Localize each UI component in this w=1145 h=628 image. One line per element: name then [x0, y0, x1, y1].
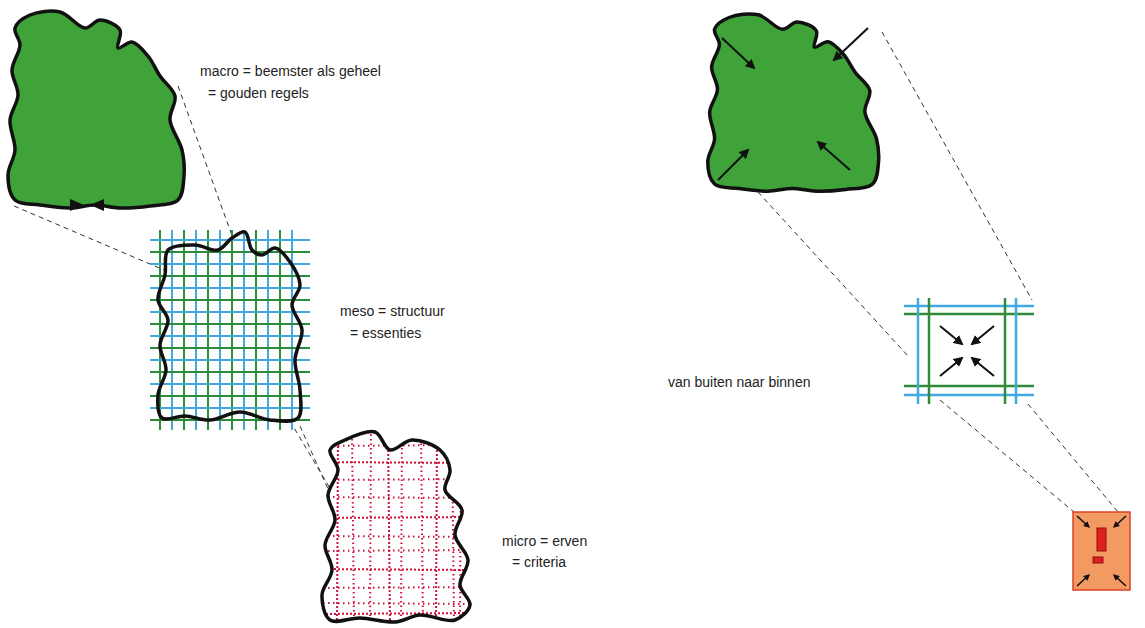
grid-line [917, 298, 920, 404]
yard-dots [318, 536, 472, 537]
inward-arrow [972, 326, 994, 344]
grid-line [150, 251, 310, 253]
yard-dots [352, 430, 354, 625]
yard-dots [460, 430, 461, 625]
grid-line [219, 230, 221, 430]
grid-line [150, 335, 310, 337]
yard-dots [318, 569, 472, 570]
grid-line [150, 395, 310, 397]
farmyard [1073, 512, 1130, 590]
structure-grid [150, 230, 310, 430]
inward-arrow [940, 358, 962, 376]
inward-arrow [1114, 516, 1126, 527]
annotation-label: micro = erven [502, 532, 587, 550]
grid-line [150, 347, 310, 349]
inward-arrow [834, 28, 868, 60]
grid-line [150, 359, 310, 361]
inward-arrow [972, 358, 994, 376]
grid-line [150, 407, 310, 409]
grid-line [171, 230, 173, 430]
inward-arrow [940, 326, 962, 344]
yard-dots [318, 550, 472, 551]
grid-line [279, 230, 281, 430]
inward-arrow [1077, 575, 1089, 586]
yard-dots [401, 430, 402, 625]
yard-dots [421, 430, 423, 625]
grid-line [1015, 298, 1018, 404]
zoom-line [940, 400, 1074, 512]
yard-dots [318, 445, 472, 446]
inward-arrows [1077, 516, 1126, 586]
yard-dots [318, 587, 472, 588]
grid-line [150, 263, 310, 265]
yard-dots [318, 613, 472, 614]
yard-dots [388, 430, 390, 625]
structure-square [904, 298, 1034, 404]
grid-line [267, 230, 269, 430]
yard-dots [370, 430, 371, 625]
zoom-line [1028, 404, 1118, 512]
grid-line [904, 385, 1034, 388]
zoom-line [758, 192, 908, 356]
grid-line [231, 230, 233, 430]
grid-line [150, 275, 310, 277]
inward-arrow [818, 142, 850, 170]
grid-line [904, 313, 1034, 316]
zoom-line [882, 32, 1032, 300]
zoom-lines [14, 32, 1118, 522]
grid-line [150, 371, 310, 373]
inward-arrow [1114, 575, 1126, 586]
arrow-head [90, 199, 104, 211]
grid-line [150, 287, 310, 289]
macro-region [8, 11, 184, 208]
annotation-label: = gouden regels [208, 84, 309, 102]
grid-line [183, 230, 185, 430]
inward-arrow [1077, 516, 1089, 527]
annotation-label: = criteria [512, 553, 566, 571]
annotation-label: = essenties [350, 324, 421, 342]
annotation-label: meso = structuur [340, 302, 445, 320]
grid-line [904, 305, 1034, 308]
zoom-line [14, 206, 164, 270]
grid-line [255, 230, 257, 430]
inward-arrow [722, 38, 754, 68]
grid-line [150, 323, 310, 325]
grid-line [150, 383, 310, 385]
yard-dots [318, 603, 472, 604]
yard-dots [337, 430, 338, 625]
yard-dots [436, 430, 437, 625]
grid-line [291, 230, 293, 430]
inward-arrow [718, 150, 748, 180]
meso-outline [158, 232, 302, 421]
grid-line [1004, 298, 1007, 404]
annotation-label: van buiten naar binnen [668, 373, 810, 391]
micro-outline [322, 431, 470, 622]
farmyard-pattern [318, 430, 472, 625]
macro-region [708, 14, 879, 191]
inward-arrows [718, 28, 868, 180]
grid-line [243, 230, 245, 430]
grid-line [207, 230, 209, 430]
building [1097, 528, 1106, 551]
grid-line [150, 311, 310, 313]
micro-region [322, 431, 470, 622]
inward-arrows [940, 326, 994, 376]
arrow-head [70, 199, 84, 211]
building [1093, 557, 1103, 563]
yard-dots [452, 430, 454, 625]
grid-line [150, 299, 310, 301]
grid-line [195, 230, 197, 430]
annotation-label: macro = beemster als geheel [200, 62, 381, 80]
grid-line [928, 298, 931, 404]
yard-dots [318, 517, 472, 518]
grid-line [904, 394, 1034, 397]
